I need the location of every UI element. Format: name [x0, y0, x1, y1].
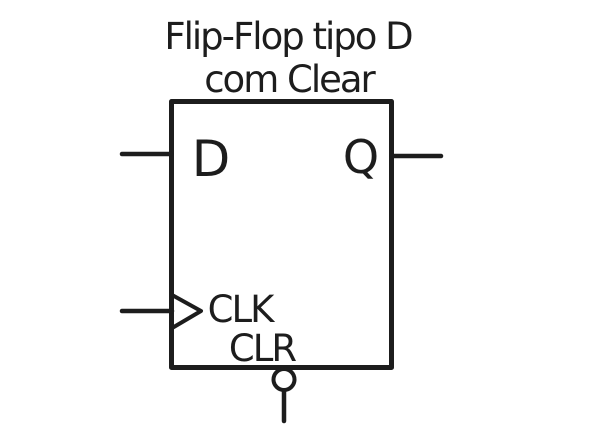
clk-pin-label: CLK — [208, 288, 276, 331]
flip-flop-body — [169, 99, 394, 370]
clr-pin-label: CLR — [229, 327, 296, 370]
q-pin-label: Q — [343, 130, 379, 184]
diagram-title-line2: com Clear — [204, 58, 376, 101]
d-pin-label: D — [192, 130, 231, 188]
diagram-title-line1: Flip-Flop tipo D — [164, 15, 412, 58]
clear-bubble-icon — [271, 367, 297, 392]
clock-edge-triangle-icon — [171, 293, 203, 330]
